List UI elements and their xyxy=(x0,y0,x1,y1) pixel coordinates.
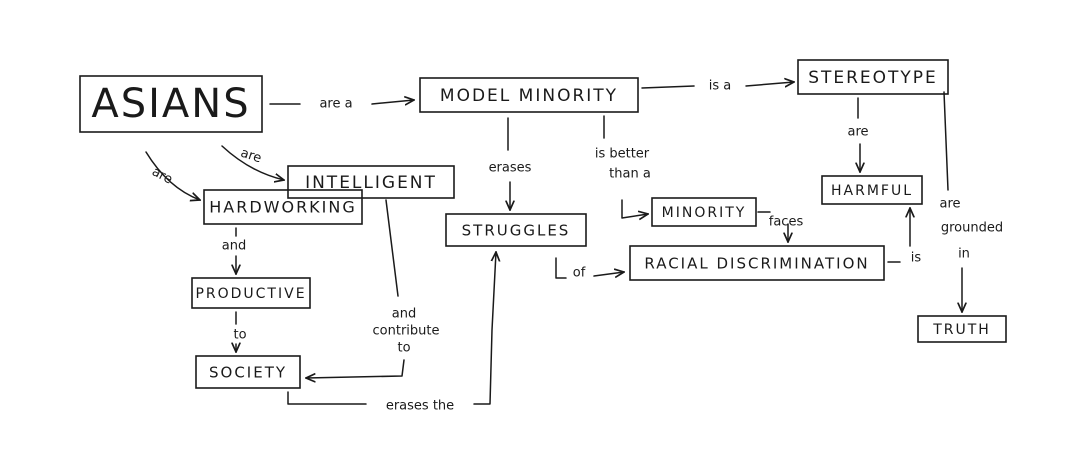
edge-model-minority-stereotype: is a xyxy=(641,79,794,94)
node-model-minority: MODEL MINORITY xyxy=(419,77,639,113)
node-society: SOCIETY xyxy=(195,355,301,389)
node-racial-discrimination: RACIAL DISCRIMINATION xyxy=(629,245,885,281)
edge-asians-model-minority-line-end xyxy=(371,100,414,104)
node-intelligent: INTELLIGENT xyxy=(287,165,455,199)
node-productive-label: PRODUCTIVE xyxy=(195,286,306,302)
node-asians: ASIANS xyxy=(79,75,263,133)
edge-stereotype-truth-label-1: are xyxy=(939,197,960,212)
edge-struggles-of-discrimination-line-end xyxy=(593,272,624,276)
edge-minority-discrimination: faces xyxy=(757,211,804,242)
edge-society-struggles-line-end xyxy=(473,252,496,405)
edge-model-minority-minority: is better than a xyxy=(595,115,651,218)
node-struggles: STRUGGLES xyxy=(445,213,587,247)
edge-struggles-of-discrimination-line-start xyxy=(555,257,567,279)
edge-model-minority-stereotype-label: is a xyxy=(709,79,731,94)
edge-model-minority-minority-line-end xyxy=(621,199,648,218)
node-truth-label: TRUTH xyxy=(932,322,991,338)
edge-intelligent-society-line-start xyxy=(385,199,399,297)
node-minority: MINORITY xyxy=(651,197,757,227)
node-intelligent-label: INTELLIGENT xyxy=(305,173,437,193)
node-struggles-label: STRUGGLES xyxy=(462,222,571,240)
edge-society-struggles-label: erases the xyxy=(386,399,454,414)
edge-productive-society-label: to xyxy=(233,328,246,343)
edge-intelligent-society-label-2: contribute xyxy=(373,324,440,339)
edge-struggles-of-discrimination-label: of xyxy=(573,266,586,281)
edge-intelligent-society-line-end xyxy=(306,359,405,378)
edge-stereotype-harmful: are xyxy=(847,97,869,172)
node-hardworking: HARDWORKING xyxy=(203,189,363,225)
node-harmful: HARMFUL xyxy=(821,175,923,205)
edge-asians-hardworking-line xyxy=(145,151,200,200)
edge-asians-hardworking-label: are xyxy=(149,164,175,187)
edge-model-minority-struggles-label: erases xyxy=(489,161,532,176)
edge-model-minority-stereotype-line-end xyxy=(745,82,794,86)
edge-hardworking-productive-label: and xyxy=(222,239,246,254)
node-productive: PRODUCTIVE xyxy=(191,277,311,309)
edge-asians-model-minority: are a xyxy=(269,97,414,112)
edge-intelligent-society-label-1: and xyxy=(392,307,416,322)
edge-stereotype-truth-label-3: in xyxy=(958,247,970,262)
node-hardworking-label: HARDWORKING xyxy=(209,198,357,217)
edge-discrimination-harmful-label: is xyxy=(911,251,922,266)
edge-intelligent-society-label-3: to xyxy=(397,341,410,356)
node-minority-label: MINORITY xyxy=(662,205,747,221)
node-racial-discrimination-label: RACIAL DISCRIMINATION xyxy=(644,255,869,273)
edge-model-minority-minority-label-1: is better xyxy=(595,147,650,162)
edge-asians-intelligent-label: are xyxy=(239,146,264,167)
edge-stereotype-harmful-label: are xyxy=(847,125,868,140)
edge-struggles-of-discrimination: of xyxy=(555,257,624,281)
edge-productive-society: to xyxy=(233,311,247,352)
edge-model-minority-struggles: erases xyxy=(489,117,532,210)
node-society-label: SOCIETY xyxy=(209,364,287,382)
edge-model-minority-minority-label-2: than a xyxy=(609,167,651,182)
edge-society-struggles-line-start xyxy=(287,391,367,405)
edge-minority-discrimination-label: faces xyxy=(769,215,804,230)
edge-stereotype-truth-label-2: grounded xyxy=(941,221,1003,236)
node-harmful-label: HARMFUL xyxy=(831,183,913,199)
node-model-minority-label: MODEL MINORITY xyxy=(440,86,618,106)
edge-asians-intelligent: are xyxy=(221,145,284,180)
edge-stereotype-truth-line-start xyxy=(943,91,949,191)
node-stereotype-label: STEREOTYPE xyxy=(808,68,938,88)
node-truth: TRUTH xyxy=(917,315,1007,343)
edge-asians-hardworking: are xyxy=(145,151,200,200)
edge-asians-model-minority-label: are a xyxy=(319,97,352,112)
node-stereotype: STEREOTYPE xyxy=(797,59,949,95)
node-asians-label: ASIANS xyxy=(91,81,250,127)
edge-society-struggles: erases the xyxy=(287,252,496,414)
edge-model-minority-stereotype-line-start xyxy=(641,85,695,89)
edge-discrimination-harmful: is xyxy=(887,208,922,266)
edge-asians-intelligent-line xyxy=(221,145,284,180)
edge-hardworking-productive: and xyxy=(222,227,246,274)
edge-stereotype-truth: are grounded in xyxy=(939,91,1003,312)
edge-intelligent-society: and contribute to xyxy=(306,199,440,378)
